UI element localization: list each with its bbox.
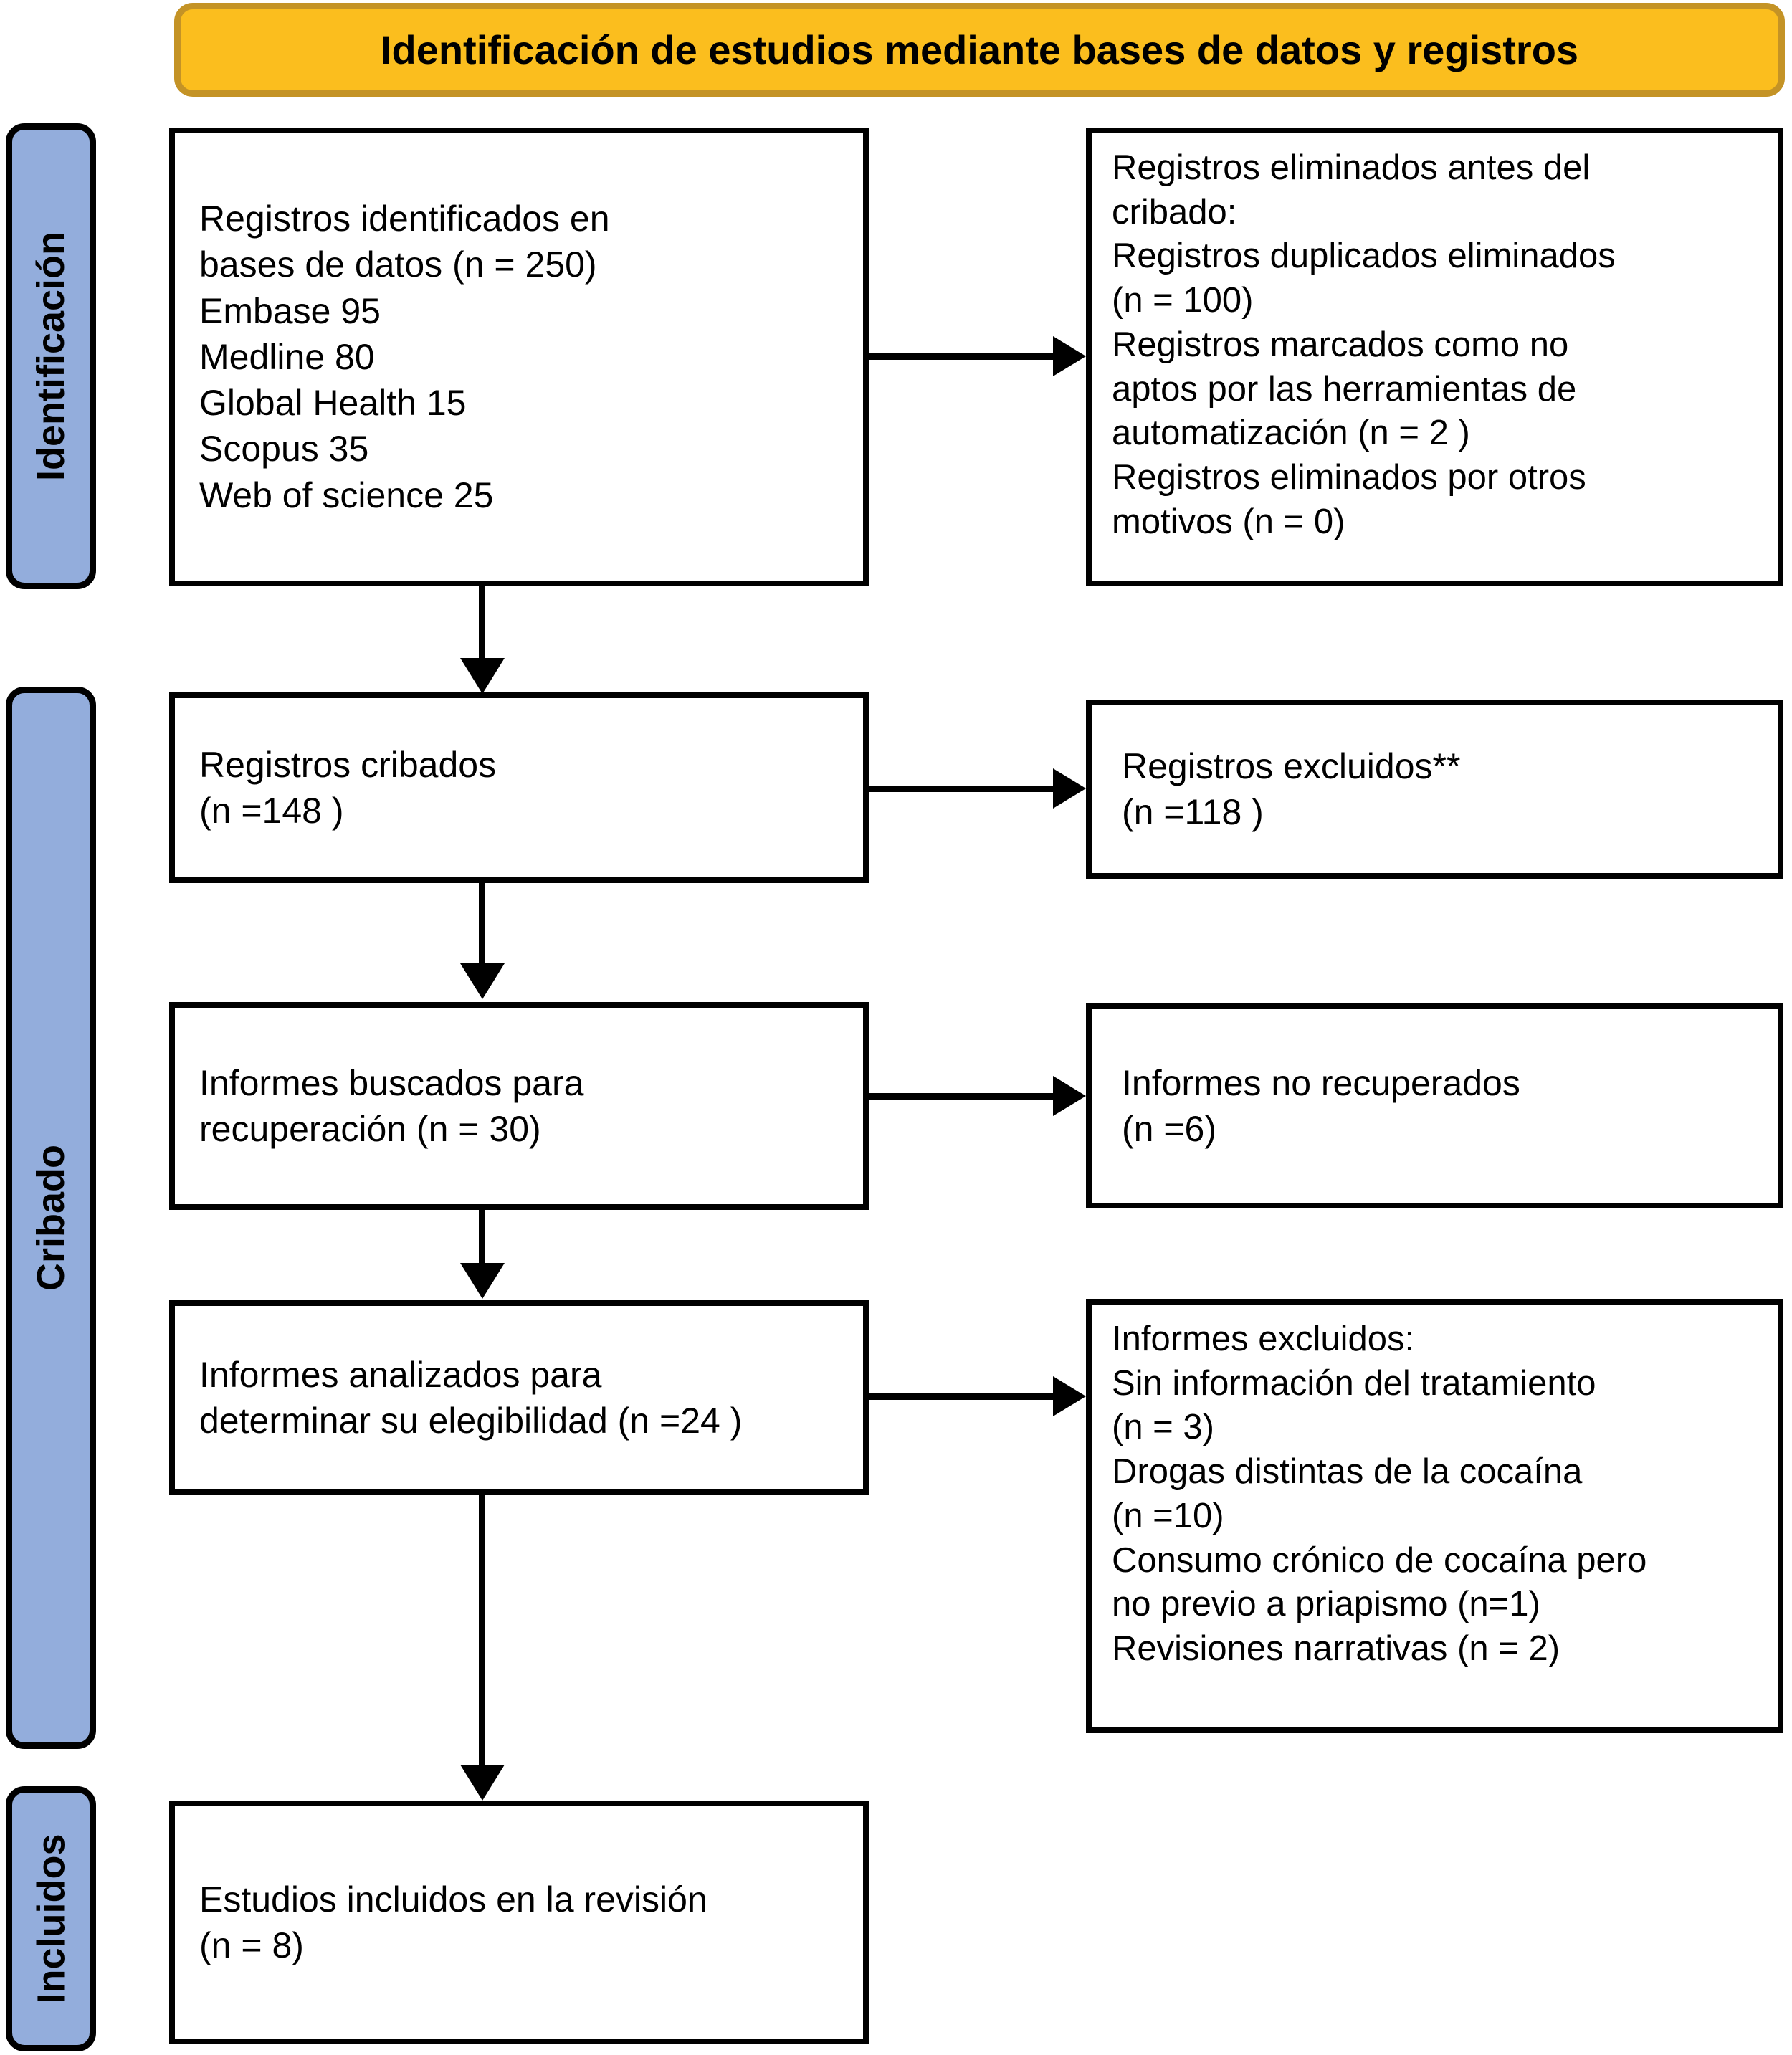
stage-label-screening: Cribado [6,687,96,1749]
box-records-screened-text: Registros cribados (n =148 ) [199,744,497,831]
box-reports-sought-for-retrieval-text: Informes buscados para recuperación (n =… [199,1062,584,1149]
box-records-excluded-text: Registros excluidos** (n =118 ) [1122,745,1461,832]
connector-sought-to-not-retrieved-arrowhead [1053,1076,1086,1116]
connector-assessed-to-included-line [479,1495,485,1769]
connector-identified-to-screened-line [479,586,485,662]
connector-screened-to-excluded-arrowhead [1053,768,1086,809]
box-records-removed-before-screening-text: Registros eliminados antes del cribado: … [1112,148,1616,541]
box-reports-sought-for-retrieval: Informes buscados para recuperación (n =… [169,1002,869,1210]
box-records-excluded: Registros excluidos** (n =118 ) [1086,700,1783,879]
box-reports-assessed-for-eligibility-text: Informes analizados para determinar su e… [199,1354,743,1441]
stage-label-screening-text: Cribado [29,1144,73,1292]
connector-assessed-to-included-arrowhead [460,1765,505,1801]
stage-label-identification: Identificación [6,123,96,589]
box-reports-not-retrieved-text: Informes no recuperados (n =6) [1122,1062,1520,1149]
box-records-removed-before-screening: Registros eliminados antes del cribado: … [1086,128,1783,586]
connector-screened-to-sought-line [479,883,485,968]
connector-identified-to-screened-arrowhead [460,658,505,694]
box-studies-included-in-review-text: Estudios incluidos en la revisión (n = 8… [199,1879,707,1965]
box-reports-not-retrieved: Informes no recuperados (n =6) [1086,1003,1783,1208]
stage-label-included: Incluidos [6,1786,96,2051]
box-studies-included-in-review: Estudios incluidos en la revisión (n = 8… [169,1801,869,2044]
connector-screened-to-sought-arrowhead [460,963,505,999]
box-reports-assessed-for-eligibility: Informes analizados para determinar su e… [169,1300,869,1495]
stage-label-included-text: Incluidos [29,1834,73,2004]
box-records-identified: Registros identificados en bases de dato… [169,128,869,586]
connector-identified-to-removed-arrowhead [1053,336,1086,376]
connector-assessed-to-excluded-reports-line [869,1393,1056,1400]
diagram-title-banner: Identificación de estudios mediante base… [174,3,1785,97]
stage-label-identification-text: Identificación [29,231,73,482]
box-reports-excluded: Informes excluidos: Sin información del … [1086,1299,1783,1733]
box-reports-excluded-text: Informes excluidos: Sin información del … [1112,1320,1647,1669]
box-records-identified-text: Registros identificados en bases de dato… [199,199,610,515]
connector-sought-to-assessed-arrowhead [460,1263,505,1299]
connector-assessed-to-excluded-reports-arrowhead [1053,1376,1086,1416]
diagram-title-text: Identificación de estudios mediante base… [380,27,1579,72]
connector-screened-to-excluded-line [869,786,1056,792]
connector-sought-to-assessed-line [479,1210,485,1266]
connector-sought-to-not-retrieved-line [869,1093,1056,1100]
connector-identified-to-removed-line [869,353,1056,360]
box-records-screened: Registros cribados (n =148 ) [169,692,869,883]
